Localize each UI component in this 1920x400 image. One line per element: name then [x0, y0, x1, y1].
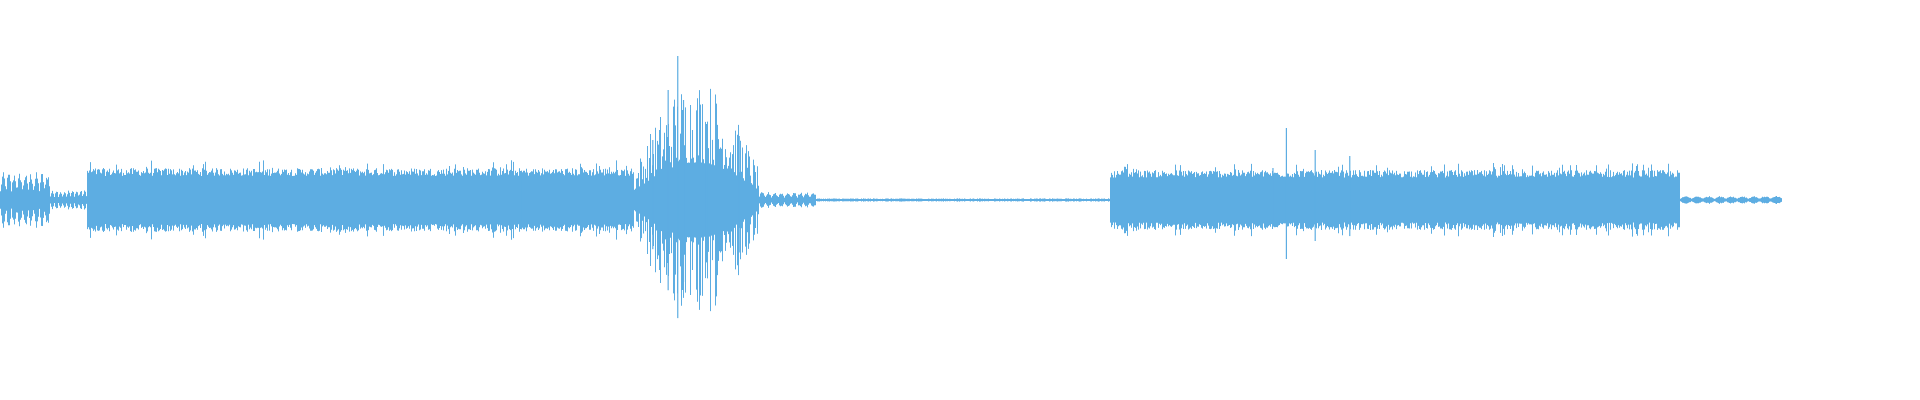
waveform-envelope: [0, 88, 1782, 312]
waveform-bars: [0, 56, 1782, 319]
